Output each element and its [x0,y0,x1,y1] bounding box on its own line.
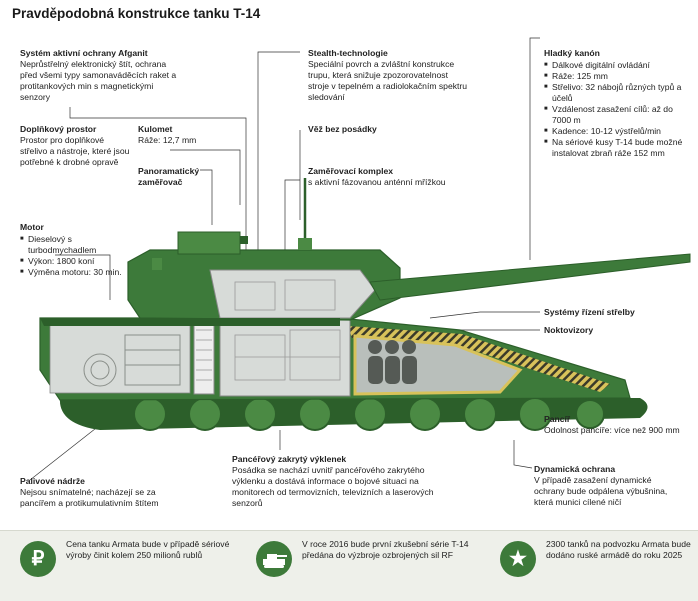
label-dynamicka-title: Dynamická ochrana [534,464,616,474]
main-gun [369,253,691,301]
star-icon: ★ [500,541,536,577]
label-palivove-title: Palivové nádrže [20,476,85,486]
label-vyklenek: Pancéřový zakrytý výklenek Posádka se na… [232,454,437,509]
label-kulomet-text: Ráže: 12,7 mm [138,135,197,145]
label-kulomet-title: Kulomet [138,124,173,134]
label-doplnkovy-text: Prostor pro doplňkové střelivo a nástroj… [20,135,130,167]
label-noktovizory: Noktovizory [544,325,644,336]
crew-figures [368,340,417,384]
footer-fact: 2300 tanků na podvozku Armata bude dodán… [546,539,691,560]
label-kanon-title: Hladký kanón [544,48,600,58]
label-motor-title: Motor [20,222,44,232]
kanon-item: Na sériové kusy T-14 bude možné instalov… [544,137,689,159]
label-motor: Motor Dieselový s turbodmychadlem Výkon:… [20,222,125,278]
label-kulomet: Kulomet Ráže: 12,7 mm [138,124,218,146]
label-dynamicka-text: V případě zasažení dynamické ochrany bud… [534,475,668,507]
motor-item: Dieselový s turbodmychadlem [20,234,125,256]
footer-fact: Cena tanku Armata bude v případě sériové… [66,539,230,560]
label-stealth-title: Stealth-technologie [308,48,388,58]
label-noktovizory-title: Noktovizory [544,325,594,335]
label-doplnkovy-title: Doplňkový prostor [20,124,97,134]
engine-bay [49,324,191,394]
kanon-item: Vzdálenost zasažení cílů: až do 7000 m [544,104,689,126]
label-zamer: Zaměřovací komplex s aktivní fázovanou a… [308,166,458,188]
motor-item: Výměna motoru: 30 min. [20,267,125,278]
label-kanon: Hladký kanón Dálkové digitální ovládání … [544,48,689,159]
label-vyklenek-title: Pancéřový zakrytý výklenek [232,454,347,464]
label-doplnkovy: Doplňkový prostor Prostor pro doplňkové … [20,124,130,168]
label-stealth-text: Speciální povrch a zvláštní konstrukce t… [308,59,468,102]
label-palivove: Palivové nádrže Nejsou snímatelné; nachá… [20,476,190,509]
kanon-item: Střelivo: 32 nábojů různých typů a účelů [544,82,689,104]
diagram-title: Pravděpodobná konstrukce tanku T-14 [12,6,261,21]
label-vyklenek-text: Posádka se nachází uvnitř pancéřového za… [232,465,434,508]
label-afganit: Systém aktivní ochrany Afganit Neprůstře… [20,48,180,103]
kanon-item: Dálkové digitální ovládání [544,60,689,71]
label-afganit-title: Systém aktivní ochrany Afganit [20,48,148,58]
label-pancir-title: Pancíř [544,414,571,424]
motor-item: Výkon: 1800 koní [20,256,125,267]
label-zamer-text: s aktivní fázovanou anténní mřížkou [308,177,446,187]
kanon-item: Ráže: 125 mm [544,71,689,82]
label-zamer-title: Zaměřovací komplex [308,166,394,176]
label-stealth: Stealth-technologie Speciální povrch a z… [308,48,468,103]
label-systemy-title: Systémy řízení střelby [544,307,635,317]
fuel-tank [193,321,215,395]
side-skirt [40,318,340,326]
label-systemy: Systémy řízení střelby [544,307,684,318]
label-pancir: Pancíř Odolnost pancíře: více než 900 mm [544,414,694,436]
ruble-icon: ₽ [20,541,56,577]
panoramic-sight [177,231,241,255]
label-palivove-text: Nejsou snímatelné; nacházejí se za pancí… [20,487,159,508]
label-vez-title: Věž bez posádky [308,124,377,134]
footer-fact: V roce 2016 bude první zkušební série T-… [302,539,469,560]
track-assembly [59,397,648,431]
label-afganit-text: Neprůstřelný elektronický štít, ochrana … [20,59,177,102]
label-dynamicka: Dynamická ochrana V případě zasažení dyn… [534,464,684,508]
kanon-item: Kadence: 10-12 výstřelů/min [544,126,689,137]
label-panoram-title: Panoramatický zaměřovač [138,166,200,187]
footer-facts: ₽ Cena tanku Armata bude v případě sério… [0,530,698,601]
label-vez: Věž bez posádky [308,124,428,135]
label-panoram: Panoramatický zaměřovač [138,166,210,188]
tank-icon [256,541,292,577]
label-pancir-text: Odolnost pancíře: více než 900 mm [544,425,680,435]
tank-illustration [29,37,691,481]
